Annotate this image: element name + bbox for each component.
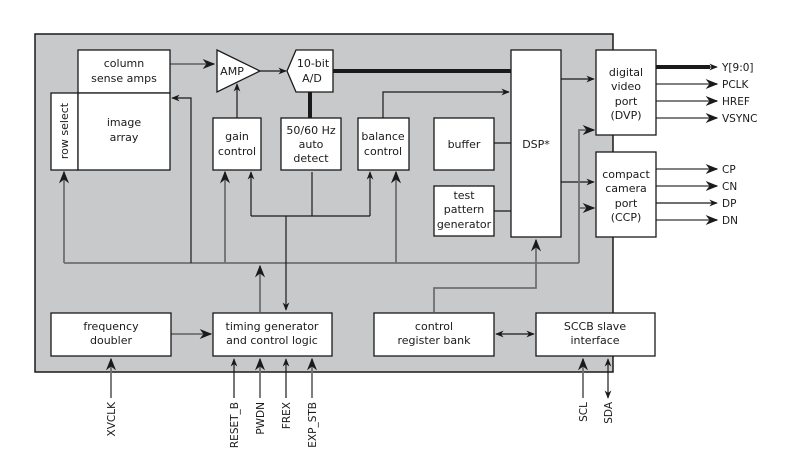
label-line: port <box>615 197 638 210</box>
label-line: control <box>415 320 453 333</box>
block-column-sense-amps: column sense amps <box>77 49 171 94</box>
label-line: test <box>453 189 475 202</box>
label-line: interface <box>570 334 619 347</box>
wire-balance-to-dsp <box>382 88 510 118</box>
signal-cn: CN <box>722 181 737 193</box>
signal-frex: FREX <box>281 402 293 429</box>
label-line: control <box>364 145 402 158</box>
label-line: row select <box>58 102 71 159</box>
block-timing-generator: timing generator and control logic <box>212 312 333 357</box>
label-line: A/D <box>302 72 322 85</box>
label-line: register bank <box>398 334 472 347</box>
label-line: 50/60 Hz <box>286 124 335 137</box>
label-line: DSP* <box>522 138 550 151</box>
label-line: SCCB slave <box>564 320 626 333</box>
signal-sda: SDA <box>603 401 615 424</box>
label-line: generator <box>437 218 492 231</box>
block-amp: AMP <box>216 48 262 94</box>
block-frequency-doubler: frequency doubler <box>50 312 172 357</box>
label-line: (DVP) <box>610 109 641 122</box>
label-line: digital <box>609 66 643 79</box>
label-line: port <box>615 95 638 108</box>
block-buffer: buffer <box>433 117 495 171</box>
block-dvp: digital video port (DVP) <box>595 49 657 136</box>
label-line: AMP <box>220 65 244 78</box>
signal-xvclk: XVCLK <box>106 401 118 437</box>
label-line: compact <box>602 168 650 181</box>
signal-y: Y[9:0] <box>721 62 754 74</box>
block-adc: 10-bit A/D <box>286 49 334 93</box>
input-labels: XVCLK RESET_B PWDN FREX EXP_STB SCL SDA <box>106 401 615 448</box>
signal-dn: DN <box>722 215 738 227</box>
label-line: auto <box>299 138 324 151</box>
label-line: gain <box>225 130 249 143</box>
connections <box>58 58 719 399</box>
label-line: (CCP) <box>611 211 642 224</box>
label-line: camera <box>605 182 647 195</box>
signal-dp: DP <box>722 198 736 210</box>
signal-vsync: VSYNC <box>722 113 757 125</box>
block-dsp: DSP* <box>510 49 562 238</box>
label-line: balance <box>361 130 405 143</box>
block-sccb-slave-interface: SCCB slave interface <box>535 312 656 357</box>
label-line: control <box>218 145 256 158</box>
block-ccp: compact camera port (CCP) <box>595 151 657 238</box>
label-line: sense amps <box>91 72 157 85</box>
signal-href: HREF <box>722 96 750 108</box>
label-line: video <box>611 80 641 93</box>
signal-pclk: PCLK <box>722 79 750 91</box>
label-line: array <box>110 131 139 144</box>
signal-pwdn: PWDN <box>255 402 267 435</box>
label-line: timing generator <box>226 320 319 333</box>
signal-scl: SCL <box>578 402 590 422</box>
block-test-pattern-generator: test pattern generator <box>433 185 495 237</box>
label-line: column <box>104 57 145 70</box>
signal-cp: CP <box>722 164 736 176</box>
label-line: frequency <box>83 320 139 333</box>
label-line: image <box>107 116 141 129</box>
block-balance-control: balance control <box>357 117 410 171</box>
label-line: doubler <box>90 334 132 347</box>
label-line: pattern <box>444 203 484 216</box>
dvp-output-labels: Y[9:0] PCLK HREF VSYNC <box>721 62 757 125</box>
label-line: and control logic <box>226 334 318 347</box>
block-gain-control: gain control <box>212 117 262 171</box>
signal-exp-stb: EXP_STB <box>307 402 319 448</box>
wire-register-to-dsp <box>433 238 542 312</box>
block-auto-detect: 50/60 Hz auto detect <box>280 117 342 171</box>
wire-bus-to-sense <box>171 94 192 263</box>
label-line: buffer <box>448 138 481 151</box>
ccp-output-labels: CP CN DP DN <box>722 164 738 227</box>
wire-bus-to-dvp <box>578 124 596 263</box>
block-control-register-bank: control register bank <box>373 312 495 357</box>
block-row-select: row select <box>50 92 79 171</box>
block-image-array: image array <box>77 92 171 171</box>
signal-reset: RESET_B <box>229 402 241 448</box>
label-line: detect <box>293 152 329 165</box>
label-line: 10-bit <box>297 57 330 70</box>
